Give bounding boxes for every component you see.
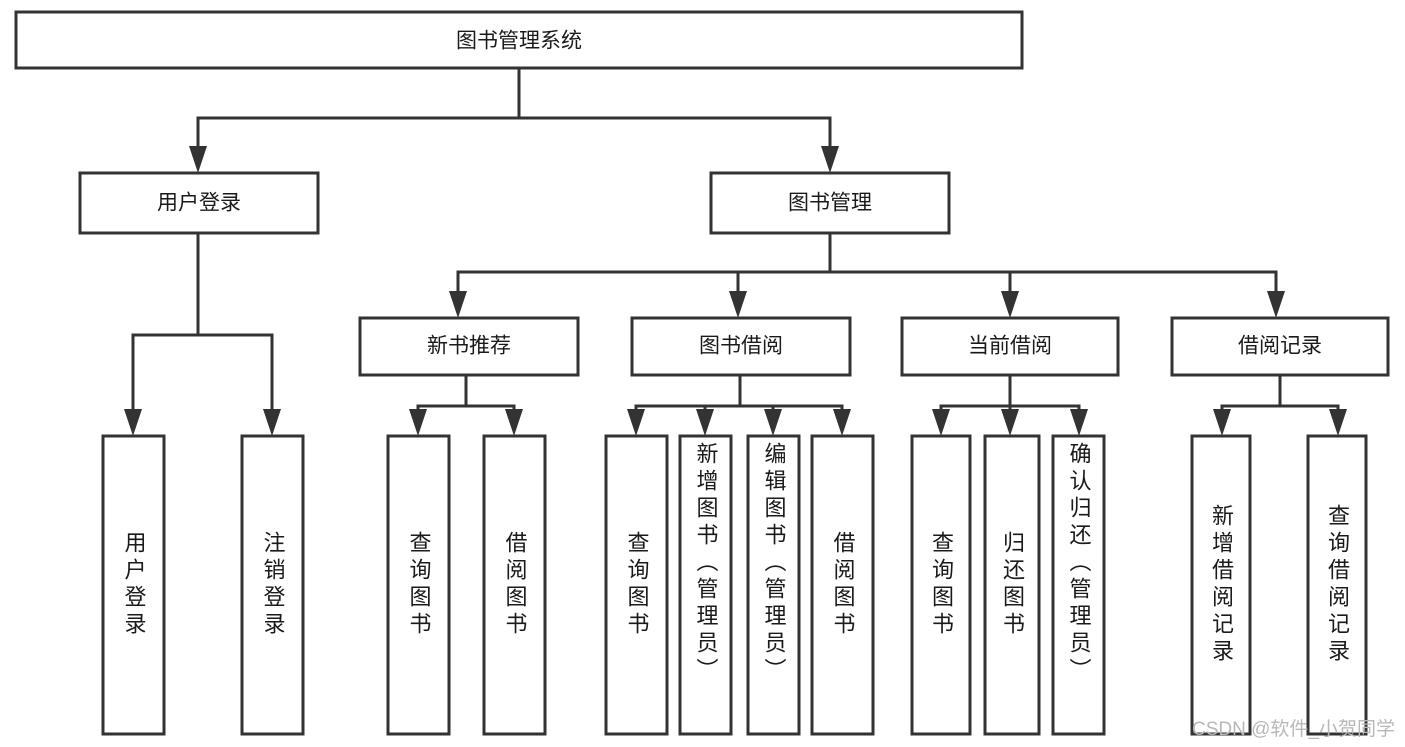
node-user-login-box[interactable] bbox=[78, 171, 320, 235]
node-leaf-query-book-3-box[interactable] bbox=[910, 434, 972, 736]
node-leaf-add-record-label: 新增借阅记录 bbox=[1209, 504, 1234, 666]
node-leaf-add-record-label-wrap: 新增借阅记录 bbox=[1194, 438, 1248, 732]
node-leaf-logout-box[interactable] bbox=[240, 434, 305, 736]
node-root-label: 图书管理系统 bbox=[456, 30, 582, 53]
node-book-manage-label: 图书管理 bbox=[788, 192, 872, 215]
node-leaf-user-login-label: 用户登录 bbox=[121, 531, 147, 639]
arrow-head-user-login bbox=[189, 146, 207, 173]
node-leaf-confirm-return-box[interactable] bbox=[1051, 434, 1106, 736]
node-leaf-add-book-label: 新增图书（管理员） bbox=[693, 442, 719, 685]
arrow-head-leaf-logout bbox=[263, 409, 281, 436]
node-leaf-return-book-label-wrap: 归还图书 bbox=[987, 438, 1037, 732]
node-leaf-borrow-book-1-label-wrap: 借阅图书 bbox=[486, 438, 543, 732]
node-leaf-add-record[interactable]: 新增借阅记录 bbox=[1190, 434, 1252, 736]
node-book-borrow[interactable]: 图书借阅 bbox=[630, 316, 852, 377]
node-leaf-user-login-label-wrap: 用户登录 bbox=[105, 438, 162, 732]
node-leaf-user-login-box[interactable] bbox=[101, 434, 166, 736]
arrow-head-leaf-add-book bbox=[696, 409, 714, 436]
node-leaf-query-record[interactable]: 查询借阅记录 bbox=[1306, 434, 1368, 736]
node-leaf-borrow-book-1-box[interactable] bbox=[482, 434, 547, 736]
node-leaf-logout-label-wrap: 注销登录 bbox=[244, 438, 301, 732]
arrow-head-leaf-borrow-book-1 bbox=[505, 409, 523, 436]
arrow-head-book-manage bbox=[821, 146, 839, 173]
arrow-head-leaf-return-book bbox=[1001, 409, 1019, 436]
arrow-head-new-book-recommend bbox=[449, 291, 467, 318]
node-leaf-add-book-label-wrap: 新增图书（管理员） bbox=[682, 438, 729, 732]
node-leaf-query-book-1-label: 查询图书 bbox=[406, 531, 432, 639]
node-leaf-edit-book-box[interactable] bbox=[746, 434, 801, 736]
arrow-head-leaf-borrow-book-2 bbox=[833, 409, 851, 436]
arrow-head-borrow-record bbox=[1267, 291, 1285, 318]
node-leaf-edit-book-label: 编辑图书（管理员） bbox=[761, 442, 787, 685]
node-borrow-record[interactable]: 借阅记录 bbox=[1170, 316, 1390, 377]
arrow-head-leaf-query-book-1 bbox=[409, 409, 427, 436]
node-current-borrow-box[interactable] bbox=[900, 316, 1120, 377]
node-leaf-query-record-label-wrap: 查询借阅记录 bbox=[1310, 438, 1364, 732]
node-leaf-borrow-book-2-label: 借阅图书 bbox=[830, 531, 856, 639]
node-borrow-record-box[interactable] bbox=[1170, 316, 1390, 377]
node-leaf-return-book[interactable]: 归还图书 bbox=[983, 434, 1041, 736]
arrow-head-current-borrow bbox=[1001, 291, 1019, 318]
node-leaf-query-record-box[interactable] bbox=[1306, 434, 1368, 736]
node-leaf-user-login[interactable]: 用户登录 bbox=[101, 434, 166, 736]
connectors-layer bbox=[124, 66, 1347, 436]
arrow-head-book-borrow bbox=[729, 291, 747, 318]
node-borrow-record-label: 借阅记录 bbox=[1238, 335, 1322, 358]
node-leaf-query-book-1-box[interactable] bbox=[386, 434, 451, 736]
node-leaf-borrow-book-2-label-wrap: 借阅图书 bbox=[814, 438, 871, 732]
node-leaf-borrow-book-1-label: 借阅图书 bbox=[502, 531, 528, 639]
arrow-head-leaf-query-record bbox=[1329, 409, 1347, 436]
node-current-borrow-label: 当前借阅 bbox=[968, 335, 1052, 358]
node-leaf-borrow-book-1[interactable]: 借阅图书 bbox=[482, 434, 547, 736]
node-leaf-borrow-book-2-box[interactable] bbox=[810, 434, 875, 736]
arrow-head-leaf-query-book-3 bbox=[932, 409, 950, 436]
node-leaf-return-book-label: 归还图书 bbox=[1000, 531, 1025, 639]
node-leaf-borrow-book-2[interactable]: 借阅图书 bbox=[810, 434, 875, 736]
node-new-book-recommend[interactable]: 新书推荐 bbox=[358, 316, 580, 377]
node-leaf-logout[interactable]: 注销登录 bbox=[240, 434, 305, 736]
node-leaf-confirm-return-label-wrap: 确认归还（管理员） bbox=[1055, 438, 1102, 732]
node-user-login-label: 用户登录 bbox=[157, 192, 241, 215]
node-book-borrow-label: 图书借阅 bbox=[699, 335, 783, 358]
node-current-borrow[interactable]: 当前借阅 bbox=[900, 316, 1120, 377]
arrow-head-leaf-add-record bbox=[1213, 409, 1231, 436]
node-user-login[interactable]: 用户登录 bbox=[78, 171, 320, 235]
node-leaf-query-book-2-label-wrap: 查询图书 bbox=[608, 438, 665, 732]
node-leaf-query-book-3-label-wrap: 查询图书 bbox=[914, 438, 968, 732]
node-new-book-recommend-box[interactable] bbox=[358, 316, 580, 377]
node-leaf-confirm-return[interactable]: 确认归还（管理员） bbox=[1051, 434, 1106, 736]
node-leaf-add-book[interactable]: 新增图书（管理员） bbox=[678, 434, 733, 736]
arrow-head-leaf-confirm-return bbox=[1070, 409, 1088, 436]
node-root-box[interactable] bbox=[14, 10, 1024, 70]
node-root[interactable]: 图书管理系统 bbox=[14, 10, 1024, 70]
node-leaf-query-book-2[interactable]: 查询图书 bbox=[604, 434, 669, 736]
arrow-head-leaf-edit-book bbox=[764, 409, 782, 436]
node-leaf-query-book-2-box[interactable] bbox=[604, 434, 669, 736]
node-book-manage-box[interactable] bbox=[709, 171, 951, 235]
node-leaf-query-book-3[interactable]: 查询图书 bbox=[910, 434, 972, 736]
node-leaf-query-book-1-label-wrap: 查询图书 bbox=[390, 438, 447, 732]
node-leaf-edit-book[interactable]: 编辑图书（管理员） bbox=[746, 434, 801, 736]
arrow-head-leaf-user-login bbox=[124, 409, 142, 436]
node-book-borrow-box[interactable] bbox=[630, 316, 852, 377]
node-leaf-add-book-box[interactable] bbox=[678, 434, 733, 736]
node-leaf-return-book-box[interactable] bbox=[983, 434, 1041, 736]
node-leaf-edit-book-label-wrap: 编辑图书（管理员） bbox=[750, 438, 797, 732]
node-new-book-recommend-label: 新书推荐 bbox=[427, 335, 511, 358]
node-leaf-query-record-label: 查询借阅记录 bbox=[1325, 504, 1350, 666]
node-book-manage[interactable]: 图书管理 bbox=[709, 171, 951, 235]
node-leaf-logout-label: 注销登录 bbox=[260, 531, 286, 639]
node-leaf-query-book-2-label: 查询图书 bbox=[624, 531, 650, 639]
arrow-head-leaf-query-book-2 bbox=[627, 409, 645, 436]
node-leaf-query-book-3-label: 查询图书 bbox=[929, 531, 954, 639]
node-leaf-add-record-box[interactable] bbox=[1190, 434, 1252, 736]
node-leaf-query-book-1[interactable]: 查询图书 bbox=[386, 434, 451, 736]
node-leaf-confirm-return-label: 确认归还（管理员） bbox=[1066, 442, 1092, 685]
